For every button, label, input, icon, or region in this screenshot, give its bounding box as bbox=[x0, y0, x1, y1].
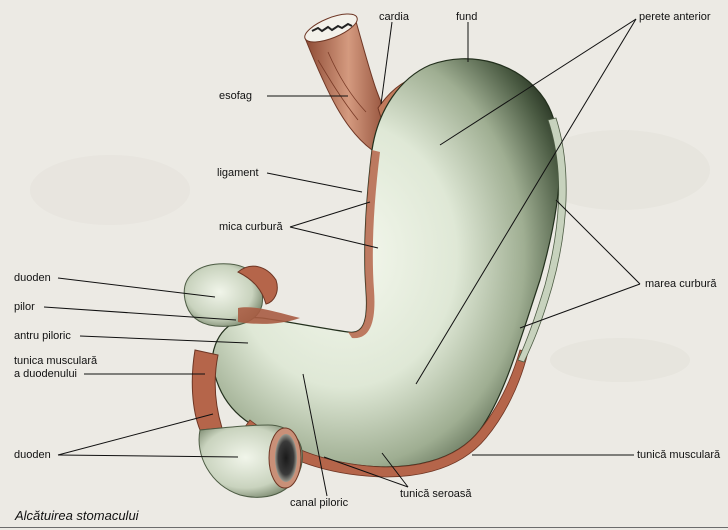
label-esofag: esofag bbox=[219, 90, 253, 102]
label-marea-curbura: marea curbură bbox=[645, 278, 717, 290]
label-perete-anterior: perete anterior bbox=[639, 11, 711, 23]
caption-divider bbox=[0, 527, 728, 528]
esophagus bbox=[304, 13, 393, 151]
label-antru-piloric: antru piloric bbox=[14, 330, 71, 342]
label-tunica-musculara: tunică musculară bbox=[637, 449, 721, 461]
leader-lines bbox=[43, 18, 641, 497]
label-duoden-top: duoden bbox=[14, 272, 51, 284]
label-duoden-bottom: duoden bbox=[14, 449, 51, 461]
label-fund: fund bbox=[456, 11, 478, 23]
duodenum-lower bbox=[191, 349, 303, 498]
lesser-curvature-edge bbox=[348, 150, 380, 339]
label-pilor: pilor bbox=[14, 301, 35, 313]
label-tunica-musculara-duodenului: tunica musculară a duodenului bbox=[14, 355, 98, 380]
pylorus bbox=[238, 307, 300, 324]
figure-caption: Alcătuirea stomacului bbox=[15, 508, 139, 523]
label-ligament: ligament bbox=[217, 167, 259, 179]
label-canal-piloric: canal piloric bbox=[290, 497, 349, 509]
label-tunica-seroasa: tunică seroasă bbox=[400, 488, 472, 500]
label-mica-curbura: mica curbură bbox=[219, 221, 283, 233]
background-texture bbox=[30, 130, 710, 382]
label-cardia: cardia bbox=[379, 11, 409, 23]
